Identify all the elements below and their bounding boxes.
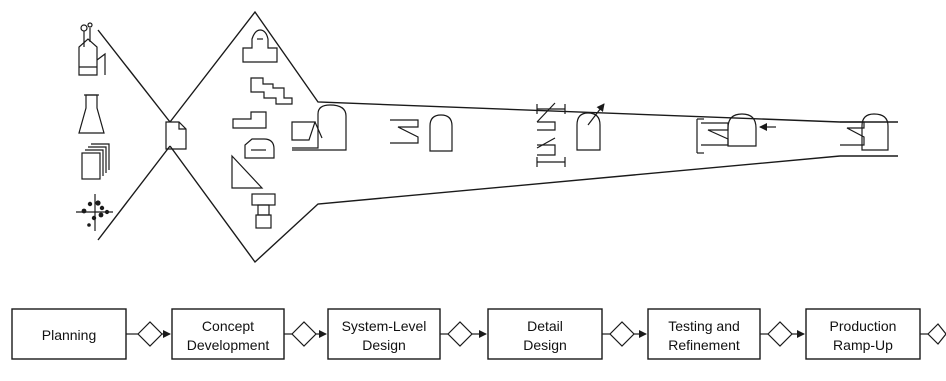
stage-system-level-design-line2: Design: [362, 337, 406, 353]
flask-icon: [78, 94, 105, 134]
stage-concept-development-line1: Concept: [202, 318, 254, 334]
stage-testing-refinement-box[interactable]: Testing and Refinement: [647, 308, 761, 360]
stage-system-level-design-box[interactable]: System-Level Design: [327, 308, 441, 360]
stage-testing-refinement-line1: Testing and: [668, 318, 740, 334]
stage-production-ramp-up-box[interactable]: Production Ramp-Up: [805, 308, 921, 360]
stage-connector-1: [126, 321, 171, 347]
clamp-part-system-icon: [390, 114, 453, 152]
funnel-outline: [97, 10, 898, 264]
stage-production-ramp-up-line2: Ramp-Up: [833, 337, 893, 353]
stage-connector-4: [602, 321, 647, 347]
stage-connector-3: [440, 321, 487, 347]
wedge-icon: [231, 154, 264, 189]
document-icon: [165, 121, 187, 150]
stage-connector-5: [760, 321, 805, 347]
stage-detail-design-box[interactable]: Detail Design: [487, 308, 603, 360]
stage-planning-box[interactable]: Planning: [11, 308, 127, 360]
stepped-block-icon: [250, 77, 293, 105]
clamp-part-detail-icon: [536, 102, 605, 167]
clamp-part-testing-icon: [696, 113, 776, 154]
stage-connector-6: [920, 323, 946, 345]
stage-testing-refinement-line2: Refinement: [668, 337, 740, 353]
arch-concept-icon: [242, 29, 278, 63]
stage-planning-label: Planning: [42, 327, 97, 343]
spool-icon: [251, 193, 276, 229]
clamp-part-concept-icon: [291, 104, 347, 151]
stage-detail-design-line1: Detail: [527, 318, 563, 334]
process-flow: Planning Concept Development System-Leve…: [11, 308, 946, 360]
clamp-part-production-icon: [840, 113, 889, 151]
scatter-icon: [76, 194, 113, 231]
notched-block-icon: [232, 111, 275, 159]
stage-system-level-design-line1: System-Level: [342, 318, 427, 334]
stage-production-ramp-up-line1: Production: [830, 318, 897, 334]
stage-detail-design-line2: Design: [523, 337, 567, 353]
stage-concept-development-box[interactable]: Concept Development: [171, 308, 285, 360]
documents-icon: [81, 143, 110, 180]
stage-connector-2: [284, 321, 327, 347]
factory-icon: [78, 22, 106, 76]
stage-concept-development-line2: Development: [187, 337, 270, 353]
